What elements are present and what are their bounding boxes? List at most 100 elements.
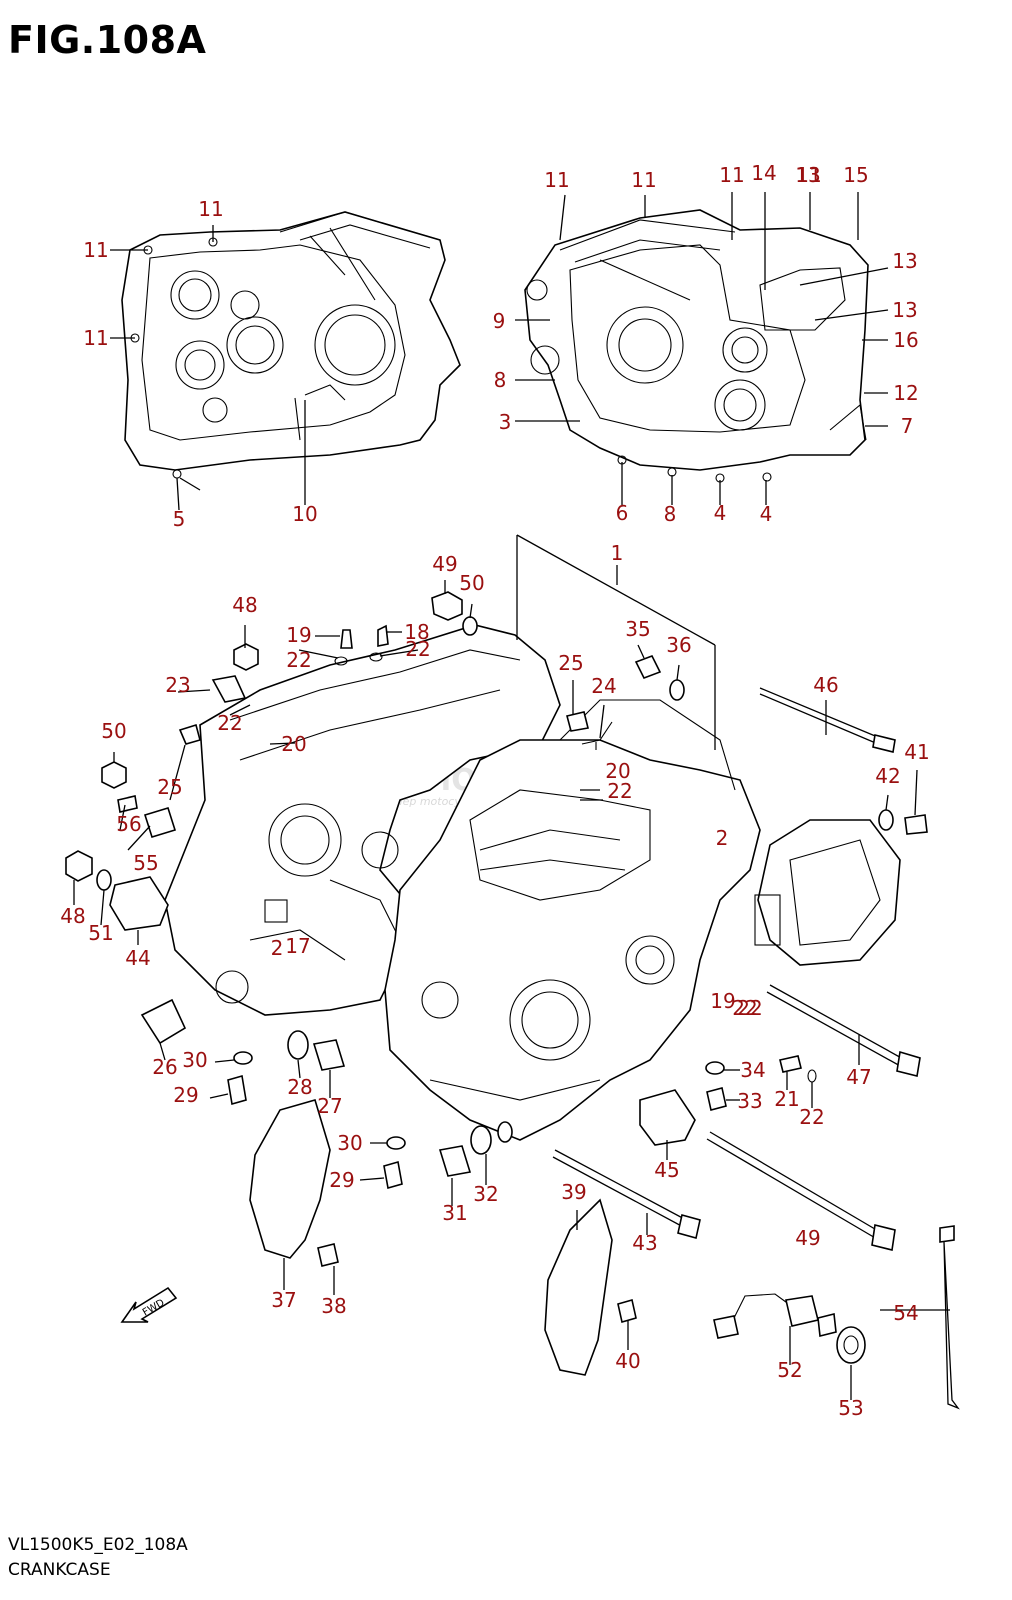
callout-number: 13 bbox=[795, 163, 820, 187]
leader-line bbox=[209, 1093, 229, 1099]
leader-line bbox=[179, 477, 201, 491]
callout-number: 9 bbox=[493, 309, 506, 333]
callout-number: 22 bbox=[732, 996, 757, 1020]
callout-number: 11 bbox=[198, 197, 223, 221]
callout-number: 17 bbox=[285, 934, 310, 958]
callout-number: 34 bbox=[740, 1058, 765, 1082]
callout-number: 38 bbox=[321, 1294, 346, 1318]
leader-line bbox=[637, 644, 645, 659]
callout-number: 14 bbox=[751, 161, 776, 185]
callout-number: 10 bbox=[292, 502, 317, 526]
callout-number: 49 bbox=[432, 552, 457, 576]
callout-number: 26 bbox=[152, 1055, 177, 1079]
callout-number: 5 bbox=[173, 507, 186, 531]
callout-number: 25 bbox=[157, 775, 182, 799]
callout-number: 36 bbox=[666, 633, 691, 657]
leader-line bbox=[885, 794, 889, 811]
callout-number: 13 bbox=[892, 249, 917, 273]
callout-number: 47 bbox=[846, 1065, 871, 1089]
callout-number: 11 bbox=[719, 163, 744, 187]
leader-line bbox=[914, 769, 918, 816]
callout-number: 23 bbox=[165, 673, 190, 697]
callout-number: 22 bbox=[799, 1105, 824, 1129]
callout-number: 3 bbox=[499, 410, 512, 434]
callout-number: 54 bbox=[893, 1301, 918, 1325]
callout-number: 52 bbox=[777, 1358, 802, 1382]
callout-number: 51 bbox=[88, 921, 113, 945]
callout-number: 22 bbox=[737, 996, 762, 1020]
callout-number: 24 bbox=[591, 674, 616, 698]
leader-line bbox=[559, 194, 566, 241]
callout-number: 46 bbox=[813, 673, 838, 697]
callout-number: 11 bbox=[796, 163, 821, 187]
callout-number: 41 bbox=[904, 740, 929, 764]
leader-line bbox=[359, 1177, 385, 1181]
leader-line bbox=[379, 649, 419, 657]
callout-number: 30 bbox=[337, 1131, 362, 1155]
leader-line bbox=[177, 689, 211, 693]
leader-line bbox=[169, 744, 186, 801]
callout-number: 6 bbox=[616, 501, 629, 525]
callout-number: 48 bbox=[60, 904, 85, 928]
callout-number: 40 bbox=[615, 1349, 640, 1373]
callout-number: 35 bbox=[625, 617, 650, 641]
leader-line bbox=[159, 1042, 166, 1061]
callout-number: 22 bbox=[405, 637, 430, 661]
figure-caption: CRANKCASE bbox=[8, 1560, 111, 1580]
callout-number: 16 bbox=[893, 328, 918, 352]
leader-line bbox=[298, 649, 339, 659]
leader-line bbox=[814, 309, 889, 321]
callout-number: 11 bbox=[631, 168, 656, 192]
callout-number: 33 bbox=[737, 1089, 762, 1113]
callout-number: 20 bbox=[281, 732, 306, 756]
right-crankcase-half-view bbox=[524, 209, 869, 483]
callout-number: 45 bbox=[654, 1158, 679, 1182]
model-code: VL1500K5_E02_108A bbox=[8, 1535, 188, 1555]
callout-number: 49 bbox=[795, 1226, 820, 1250]
callout-number: 50 bbox=[459, 571, 484, 595]
callout-number: 4 bbox=[714, 501, 727, 525]
callout-number: 31 bbox=[442, 1201, 467, 1225]
callout-number: 18 bbox=[404, 620, 429, 644]
callout-number: 27 bbox=[317, 1094, 342, 1118]
callout-number: 12 bbox=[893, 381, 918, 405]
leader-line bbox=[469, 603, 473, 619]
leader-line bbox=[176, 477, 180, 511]
callout-number: 1 bbox=[611, 541, 624, 565]
callout-number: 28 bbox=[287, 1075, 312, 1099]
callout-number: 29 bbox=[173, 1083, 198, 1107]
leader-line bbox=[297, 1059, 301, 1079]
leader-line bbox=[127, 825, 151, 851]
leader-line bbox=[799, 267, 889, 286]
callout-number: 30 bbox=[182, 1048, 207, 1072]
callout-number: 48 bbox=[232, 593, 257, 617]
callout-number: 4 bbox=[760, 502, 773, 526]
leader-line bbox=[119, 804, 126, 831]
callout-number: 22 bbox=[217, 711, 242, 735]
callout-number: 20 bbox=[605, 759, 630, 783]
leader-line bbox=[269, 742, 296, 745]
callout-number: 22 bbox=[286, 648, 311, 672]
callout-number: 13 bbox=[892, 298, 917, 322]
main-crankcase-assembly bbox=[164, 624, 901, 1141]
leader-line bbox=[599, 704, 605, 739]
callout-number: 19 bbox=[710, 989, 735, 1013]
callout-number: 25 bbox=[558, 651, 583, 675]
callout-number: 21 bbox=[774, 1087, 799, 1111]
callout-number: 50 bbox=[101, 719, 126, 743]
leader-line bbox=[676, 664, 680, 681]
callout-number: 15 bbox=[843, 163, 868, 187]
callout-number: 2 bbox=[271, 936, 284, 960]
callout-number: 43 bbox=[632, 1231, 657, 1255]
small-parts bbox=[65, 591, 960, 1410]
leader-line bbox=[214, 1059, 235, 1063]
callout-number: 53 bbox=[838, 1396, 863, 1420]
callout-number: 55 bbox=[133, 851, 158, 875]
callout-number: 11 bbox=[83, 326, 108, 350]
figure-title: FIG.108A bbox=[8, 18, 207, 62]
callout-number: 37 bbox=[271, 1288, 296, 1312]
callout-number: 7 bbox=[901, 414, 914, 438]
callout-number: 32 bbox=[473, 1182, 498, 1206]
